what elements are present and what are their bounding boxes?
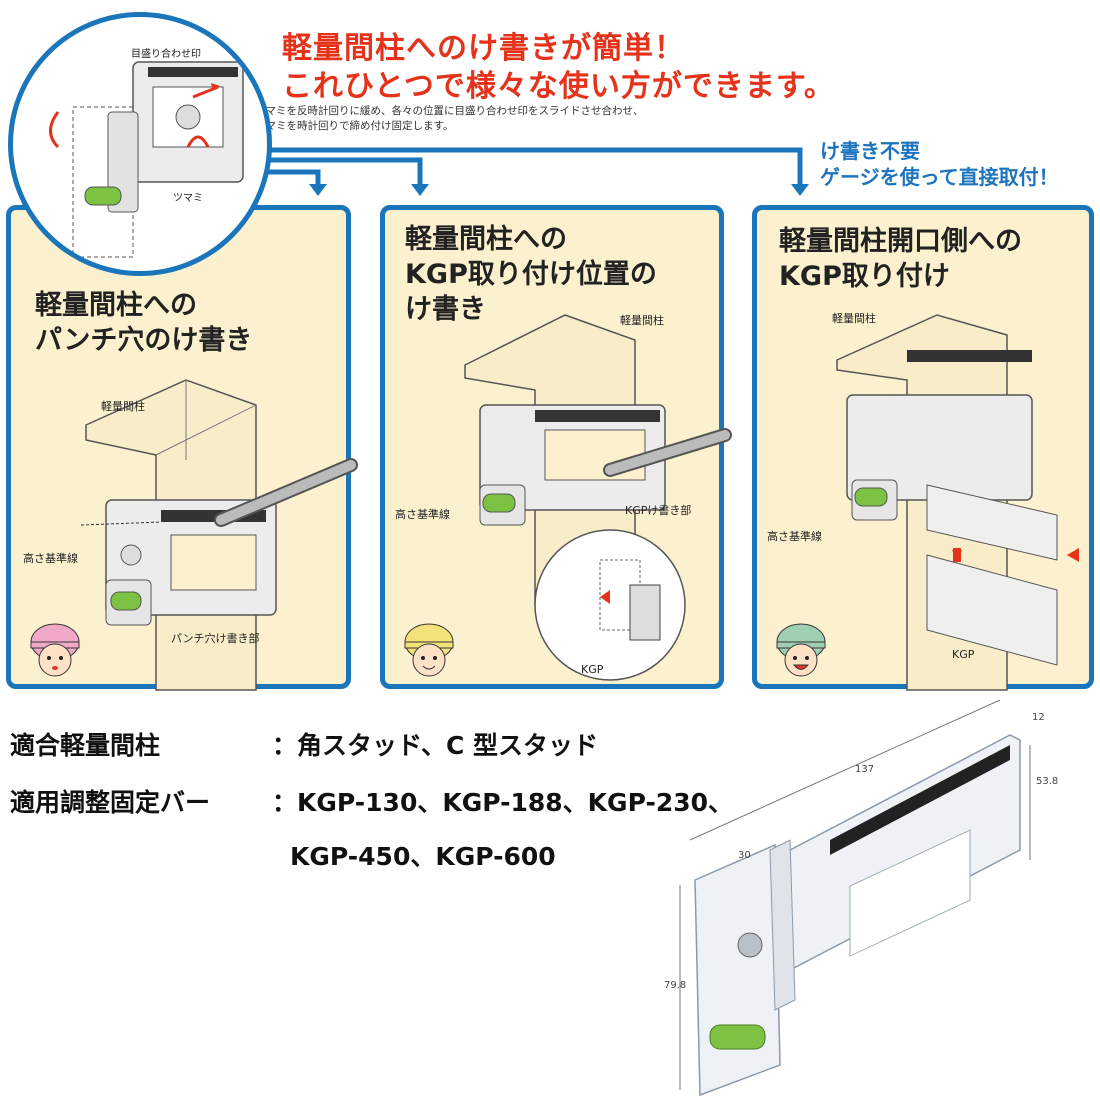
- instruction-line2: ツマミを時計回りで締め付け固定します。: [255, 120, 454, 132]
- dim-height-right: 53.8: [1036, 776, 1059, 787]
- scale-mark-label: 目盛り合わせ印: [131, 49, 201, 60]
- panel-title-line1: 軽量間柱開口側への: [779, 226, 1022, 257]
- dim-height-left: 79.8: [664, 980, 687, 991]
- panel-title-line1: 軽量間柱への: [405, 224, 567, 255]
- spec-label-compatible-stud: 適合軽量間柱: [10, 731, 161, 760]
- zoom-detail-circle: 目盛り合わせ印 ツマミ: [8, 12, 272, 276]
- headline-line1: 軽量間柱へのけ書きが簡単！: [282, 31, 685, 66]
- panel-kgp-position: 軽量間柱への KGP取り付け位置の け書き 軽量間柱 高さ基準線 KGPけ書き部…: [380, 205, 732, 689]
- panel-title-line2: パンチ穴のけ書き: [35, 325, 253, 356]
- knob-label: ツマミ: [173, 193, 203, 204]
- dim-width-total: 137: [855, 764, 875, 775]
- baseline-label: 高さ基準線: [395, 508, 450, 521]
- baseline-label: 高さ基準線: [23, 552, 78, 565]
- spec-row-3: KGP-450、KGP-600: [290, 837, 556, 873]
- spec-row-2: 適用調整固定バー ：KGP-130、KGP-188、KGP-230、: [10, 783, 733, 819]
- part-label: KGPけ書き部: [625, 504, 692, 517]
- helmet-worker-yellow: [404, 623, 454, 677]
- stud-illustration: [836, 314, 1079, 691]
- part-label: パンチ穴け書き部: [171, 632, 260, 645]
- stud-illustration: [80, 379, 358, 691]
- dim-width-left: 30: [738, 850, 751, 861]
- dim-depth: 12: [1032, 712, 1045, 723]
- spec-value-compatible-stud: ：角スタッド、C 型スタッド: [272, 731, 599, 760]
- stud-label: 軽量間柱: [832, 312, 876, 325]
- stud-label: 軽量間柱: [620, 314, 664, 327]
- panel-title: 軽量間柱への KGP取り付け位置の け書き: [405, 222, 657, 327]
- headline-line2: これひとつで様々な使い方ができます。: [282, 69, 835, 104]
- spec-row-1: 適合軽量間柱 ：角スタッド、C 型スタッド: [10, 726, 598, 762]
- panel-title: 軽量間柱開口側への KGP取り付け: [779, 224, 1022, 294]
- direct-mount-note: け書き不要 ゲージを使って直接取付！: [820, 138, 1059, 190]
- direct-mount-line2: ゲージを使って直接取付！: [820, 165, 1059, 189]
- baseline-label: 高さ基準線: [767, 530, 822, 543]
- kgp-label: KGP: [952, 648, 975, 661]
- stud-illustration: [464, 314, 732, 681]
- spec-value-bars: ：KGP-130、KGP-188、KGP-230、: [272, 788, 734, 817]
- direct-mount-line1: け書き不要: [820, 139, 920, 163]
- stud-label: 軽量間柱: [101, 400, 145, 413]
- spec-label-bars: 適用調整固定バー: [10, 788, 211, 817]
- panel-punch-hole: 軽量間柱への パンチ穴のけ書き 軽量間柱 高さ基準線 パンチ穴け書き部: [6, 205, 358, 691]
- product-gauge-photo: [679, 699, 1031, 1097]
- panel-title-line2: KGP取り付け: [779, 261, 950, 292]
- zoom-illustration: [49, 61, 244, 258]
- panel-title-line2: KGP取り付け位置の: [405, 259, 657, 290]
- panel-title: 軽量間柱への パンチ穴のけ書き: [35, 288, 252, 358]
- kgp-label: KGP: [581, 663, 604, 676]
- headline: 軽量間柱へのけ書きが簡単！ これひとつで様々な使い方ができます。: [282, 30, 835, 106]
- instruction-note: ツマミを反時計回りに緩め、各々の位置に目盛り合わせ印をスライドさせ合わせ、 ツマ…: [255, 104, 644, 134]
- panel-kgp-open-side: 軽量間柱開口側への KGP取り付け 軽量間柱 高さ基準線 KGP: [752, 205, 1094, 691]
- spec-value-bars-cont: KGP-450、KGP-600: [290, 842, 556, 871]
- panel-title-line3: け書き: [405, 294, 486, 325]
- helmet-worker-green: [776, 623, 826, 677]
- helmet-worker-pink: [30, 623, 80, 677]
- instruction-line1: ツマミを反時計回りに緩め、各々の位置に目盛り合わせ印をスライドさせ合わせ、: [255, 105, 644, 117]
- panel-title-line1: 軽量間柱への: [35, 290, 197, 321]
